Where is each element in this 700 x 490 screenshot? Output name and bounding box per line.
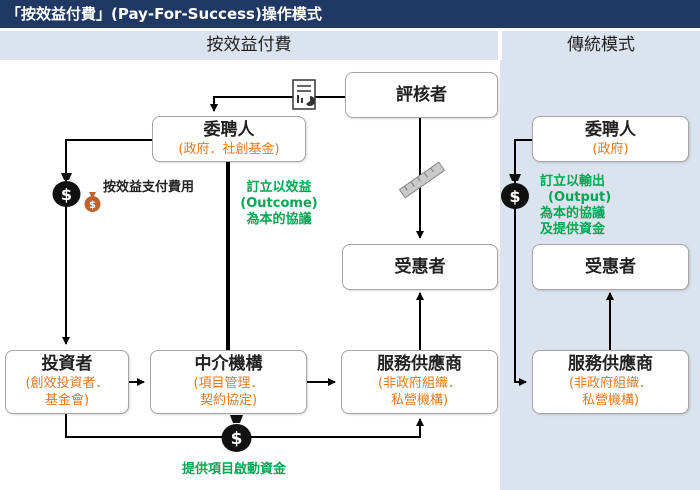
agreement-line2: (Outcome) [240, 196, 318, 211]
commissioner-box: 委聘人 (政府．社創基金) [152, 116, 306, 162]
agreement-line1: 訂立以效益 [246, 180, 312, 195]
intermediary-subtitle-line2: 契約協定) [199, 393, 258, 408]
section-header-pay-for-success: 按效益付費 [0, 31, 498, 60]
investor-subtitle-line1: (創效投資者． [25, 376, 109, 391]
provider-title: 服務供應商 [377, 354, 462, 374]
right-agreement-line4: 及提供資金 [540, 222, 606, 237]
right-beneficiary-title: 受惠者 [585, 257, 636, 277]
right-provider-subtitle-line2: 私營機構) [581, 393, 640, 408]
money-bag-icon: $ [52, 173, 81, 207]
commissioner-title: 委聘人 [203, 120, 255, 140]
investor-title: 投資者 [41, 354, 93, 374]
right-commissioner-subtitle: (政府) [592, 142, 629, 157]
agreement-line3: 為本的協議 [246, 212, 312, 227]
arrow-commissioner-to-investor [62, 139, 152, 345]
investor-box: 投資者 (創效投資者． 基金會) [5, 350, 129, 414]
intermediary-box: 中介機構 (項目管理． 契約協定) [150, 350, 307, 414]
right-provider-box: 服務供應商 (非政府組織． 私營機構) [532, 350, 689, 414]
right-agreement-line3: 為本的協議 [540, 206, 606, 221]
right-provider-title: 服務供應商 [568, 354, 653, 374]
evaluator-title: 評核者 [396, 85, 447, 105]
svg-text:$: $ [509, 187, 520, 206]
right-agreement-line1: 訂立以輸出 [540, 174, 606, 189]
right-beneficiary-box: 受惠者 [532, 244, 689, 290]
evaluator-box: 評核者 [345, 72, 498, 118]
ruler-icon [398, 161, 446, 199]
svg-text:$: $ [61, 185, 72, 204]
pay-label: 按效益支付費用 [103, 180, 195, 195]
commissioner-subtitle: (政府．社創基金) [178, 142, 280, 157]
right-commissioner-box: 委聘人 (政府) [532, 116, 689, 162]
svg-text:$: $ [231, 429, 243, 449]
svg-text:$: $ [89, 200, 96, 211]
report-document-icon [292, 79, 316, 110]
funding-label: 提供項目啟動資金 [182, 462, 287, 477]
right-commissioner-title: 委聘人 [585, 120, 636, 140]
investor-subtitle-line2: 基金會) [44, 393, 90, 408]
right-agreement-line2: (Output) [548, 190, 612, 205]
provider-subtitle-line2: 私營機構) [390, 393, 449, 408]
small-money-bag-icon: $ [84, 192, 101, 212]
beneficiary-title: 受惠者 [394, 257, 446, 277]
right-agreement-label: 訂立以輸出 (Output) 為本的協議 及提供資金 [540, 174, 626, 238]
beneficiary-box: 受惠者 [342, 244, 498, 290]
page-title: 「按效益付費」(Pay-For-Success)操作模式 [0, 0, 700, 28]
right-provider-subtitle-line1: (非政府組織． [568, 376, 653, 391]
arrow-evaluator-to-commissioner [210, 96, 345, 112]
provider-box: 服務供應商 (非政府組織． 私營機構) [341, 350, 498, 414]
section-header-traditional: 傳統模式 [502, 31, 700, 60]
provider-subtitle-line1: (非政府組織． [377, 376, 462, 391]
intermediary-title: 中介機構 [194, 354, 263, 374]
funding-money-bag-icon: $ [221, 415, 252, 452]
intermediary-subtitle-line1: (項目管理． [193, 376, 264, 391]
agreement-label: 訂立以效益 (Outcome) 為本的協議 [236, 180, 322, 228]
right-money-bag-icon: $ [501, 174, 529, 209]
arrow-right-commissioner-to-provider [514, 139, 532, 386]
